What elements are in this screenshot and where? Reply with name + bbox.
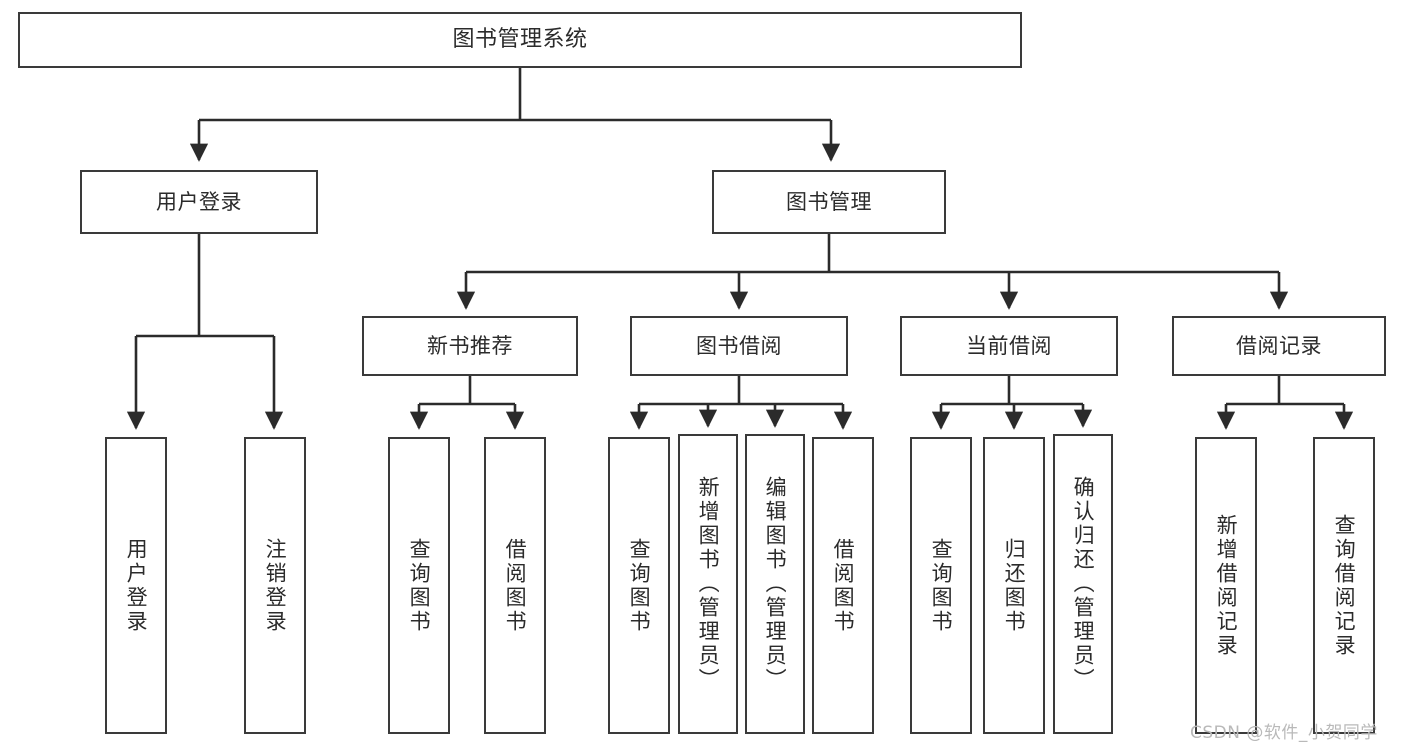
node-leaf-return-book[interactable]: 归还图书 <box>983 437 1045 734</box>
node-label: 图书管理 <box>786 189 872 214</box>
node-label: 查询借阅记录 <box>1332 513 1357 658</box>
node-label: 图书借阅 <box>696 333 782 358</box>
node-label: 用户登录 <box>156 189 242 214</box>
node-label: 当前借阅 <box>966 333 1052 358</box>
node-leaf-query-record[interactable]: 查询借阅记录 <box>1313 437 1375 734</box>
node-leaf-query-book-2[interactable]: 查询图书 <box>608 437 670 734</box>
node-leaf-query-book-3[interactable]: 查询图书 <box>910 437 972 734</box>
node-label: 查询图书 <box>929 537 954 634</box>
node-leaf-borrow-book-2[interactable]: 借阅图书 <box>812 437 874 734</box>
node-label: 归还图书 <box>1002 537 1027 634</box>
node-root-system[interactable]: 图书管理系统 <box>18 12 1022 68</box>
node-label: 用户登录 <box>124 537 149 634</box>
csdn-watermark: CSDN @软件_小贺同学 <box>1190 723 1378 743</box>
node-label: 借阅图书 <box>831 537 856 634</box>
node-label: 借阅图书 <box>503 537 528 634</box>
node-book-borrow[interactable]: 图书借阅 <box>630 316 848 376</box>
node-leaf-user-login[interactable]: 用户登录 <box>105 437 167 734</box>
node-label: 借阅记录 <box>1236 333 1322 358</box>
node-leaf-confirm-return[interactable]: 确认归还（管理员） <box>1053 434 1113 734</box>
node-leaf-logout[interactable]: 注销登录 <box>244 437 306 734</box>
node-user-login[interactable]: 用户登录 <box>80 170 318 234</box>
node-label: 查询图书 <box>407 537 432 634</box>
node-leaf-add-book[interactable]: 新增图书（管理员） <box>678 434 738 734</box>
node-book-manage[interactable]: 图书管理 <box>712 170 946 234</box>
node-borrow-record[interactable]: 借阅记录 <box>1172 316 1386 376</box>
node-leaf-borrow-book-1[interactable]: 借阅图书 <box>484 437 546 734</box>
node-label: 注销登录 <box>263 537 288 634</box>
node-leaf-add-record[interactable]: 新增借阅记录 <box>1195 437 1257 734</box>
node-new-book-recommend[interactable]: 新书推荐 <box>362 316 578 376</box>
node-label: 新增借阅记录 <box>1214 513 1239 658</box>
node-leaf-edit-book[interactable]: 编辑图书（管理员） <box>745 434 805 734</box>
node-label: 确认归还（管理员） <box>1071 476 1096 692</box>
node-label: 查询图书 <box>627 537 652 634</box>
node-leaf-query-book-1[interactable]: 查询图书 <box>388 437 450 734</box>
node-label: 编辑图书（管理员） <box>763 476 788 692</box>
node-current-borrow[interactable]: 当前借阅 <box>900 316 1118 376</box>
node-label: 新书推荐 <box>427 333 513 358</box>
node-label: 新增图书（管理员） <box>696 476 721 692</box>
node-label: 图书管理系统 <box>452 27 588 53</box>
